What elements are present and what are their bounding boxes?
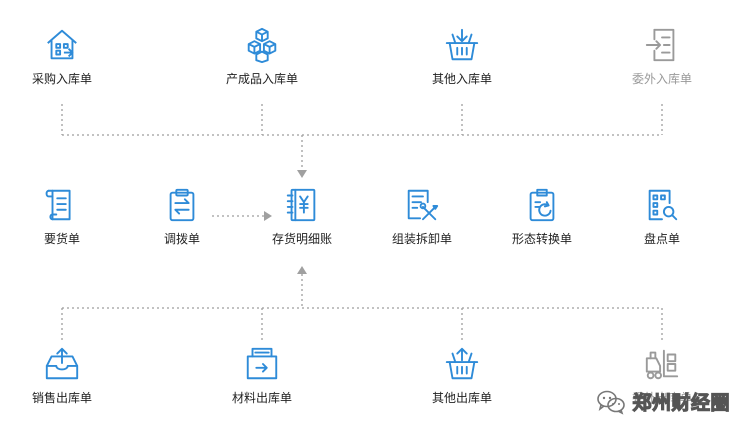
watermark-text: 郑州财经圈: [632, 391, 730, 414]
node-label: 形态转换单: [511, 232, 572, 246]
wechat-icon: [597, 390, 626, 415]
watermark: 郑州财经圈: [596, 388, 730, 415]
node-label: 委外出库单: [631, 391, 692, 405]
list-in-icon: [645, 28, 675, 62]
node-form-conversion[interactable]: 形态转换单: [487, 186, 597, 246]
arrow-down-into-ledger: [297, 170, 307, 178]
clipboard-transfer-icon: [169, 188, 195, 222]
node-label: 存货明细账: [271, 232, 332, 246]
node-outsourced-inbound[interactable]: 委外入库单: [607, 26, 717, 86]
boxes-stack-icon: [247, 27, 277, 64]
node-label: 采购入库单: [31, 72, 92, 86]
node-label: 材料出库单: [231, 391, 292, 405]
node-material-outbound[interactable]: 材料出库单: [207, 345, 317, 405]
node-stocktaking[interactable]: 盘点单: [607, 186, 717, 246]
node-transfer[interactable]: 调拨单: [127, 186, 237, 246]
basket-in-icon: [445, 28, 479, 61]
node-inventory-ledger[interactable]: 存货明细账: [247, 186, 357, 246]
node-other-inbound[interactable]: 其他入库单: [407, 26, 517, 86]
node-label: 销售出库单: [31, 391, 92, 405]
clipboard-convert-icon: [529, 188, 555, 222]
node-requisition[interactable]: 要货单: [7, 186, 117, 246]
node-outsourced-outbound[interactable]: 委外出库单: [607, 345, 717, 405]
node-other-outbound[interactable]: 其他出库单: [407, 345, 517, 405]
forklift-icon: [645, 349, 679, 380]
node-label: 组装拆卸单: [391, 232, 452, 246]
scroll-doc-icon: [45, 189, 71, 221]
tray-out-icon: [45, 347, 79, 380]
warehouse-in-icon: [47, 29, 77, 60]
node-label: 产成品入库单: [225, 72, 298, 86]
ledger-yen-icon: [286, 188, 316, 222]
folder-out-icon: [246, 347, 278, 380]
doc-tools-icon: [407, 189, 439, 221]
node-label: 调拨单: [163, 232, 200, 246]
node-purchase-inbound[interactable]: 采购入库单: [7, 26, 117, 86]
node-sales-outbound[interactable]: 销售出库单: [7, 345, 117, 405]
node-label: 其他入库单: [431, 72, 492, 86]
basket-out-icon: [445, 347, 479, 380]
node-label: 委外入库单: [631, 72, 692, 86]
arrow-up-into-ledger: [297, 266, 307, 274]
node-label: 要货单: [43, 232, 80, 246]
node-label: 其他出库单: [431, 391, 492, 405]
doc-search-icon: [648, 189, 678, 221]
node-finished-goods-inbound[interactable]: 产成品入库单: [207, 26, 317, 86]
node-label: 盘点单: [643, 232, 680, 246]
arrow-right-into-ledger: [264, 211, 272, 221]
node-assembly-disassembly[interactable]: 组装拆卸单: [367, 186, 477, 246]
